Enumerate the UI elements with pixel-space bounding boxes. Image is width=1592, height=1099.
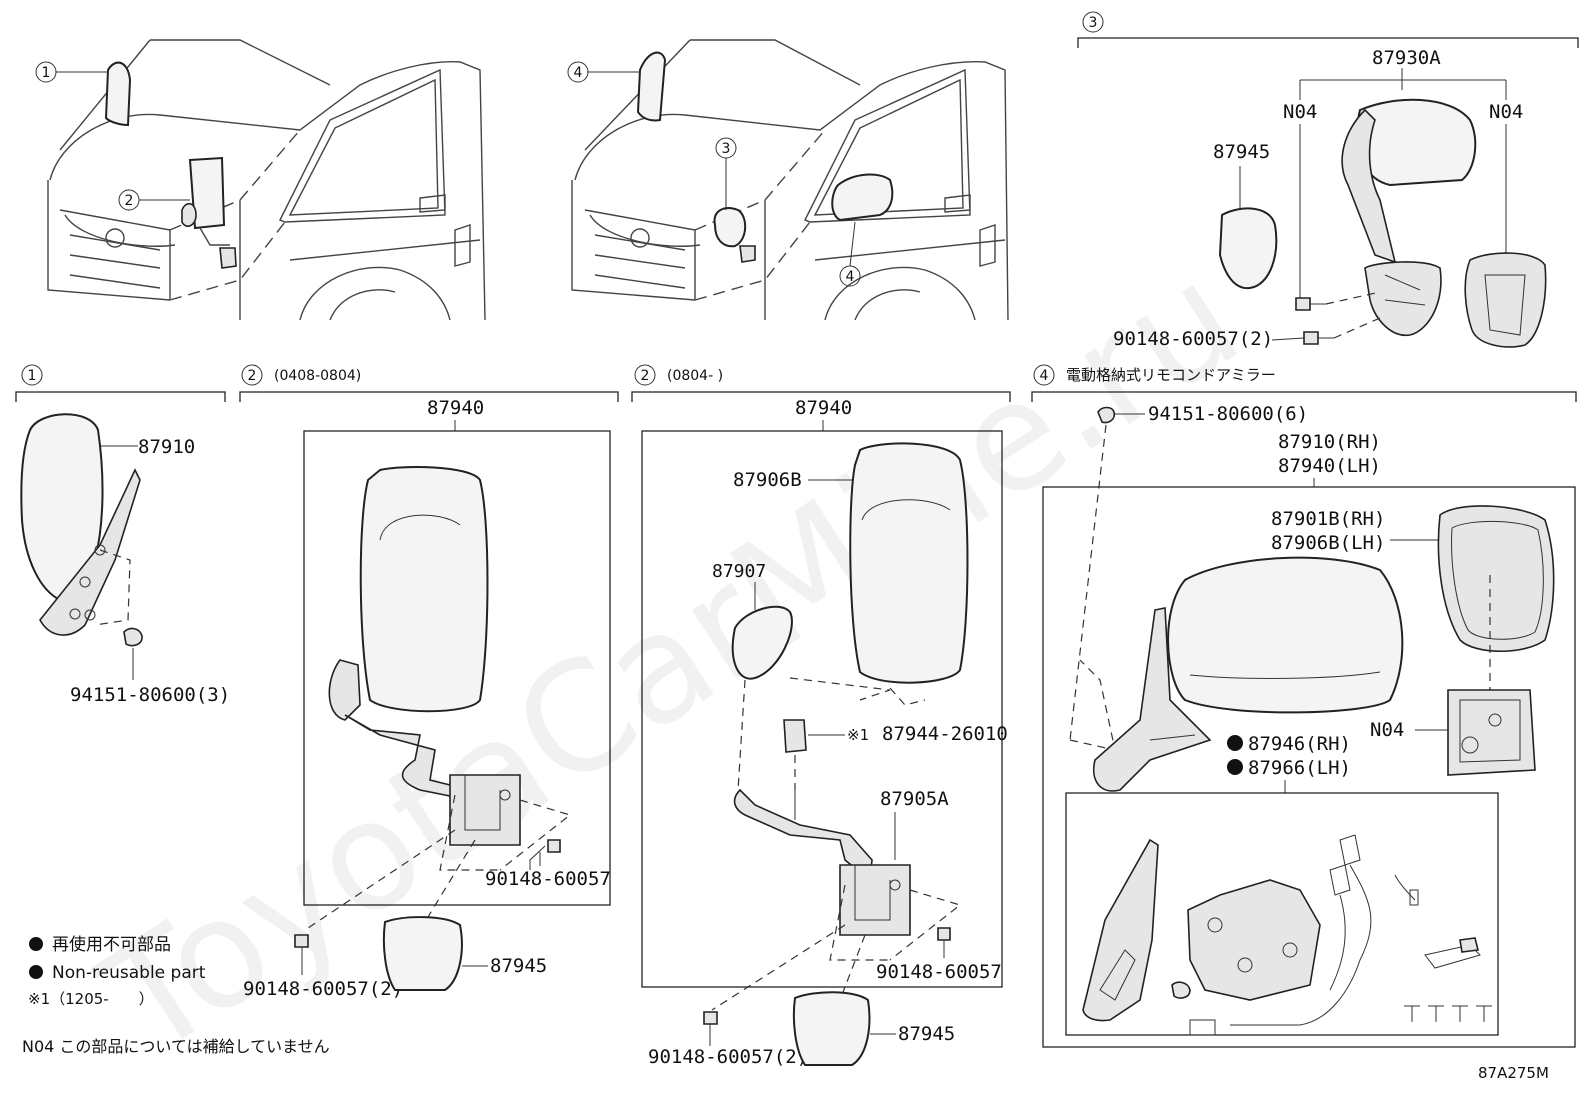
label-87906B-LH: 87906B(LH) — [1271, 532, 1385, 554]
label-90148-60057-2-top: 90148-60057(2) — [1113, 328, 1273, 350]
svg-text:1: 1 — [28, 368, 37, 384]
legend-n04-note: N04 この部品については補給していません — [22, 1037, 330, 1056]
label-94151-80600-6: 94151-80600(6) — [1148, 403, 1308, 425]
svg-text:3: 3 — [1089, 15, 1098, 31]
label-87946-RH: 87946(RH) — [1248, 733, 1351, 755]
non-reusable-dot-87946 — [1227, 735, 1243, 751]
svg-text:4: 4 — [846, 269, 855, 285]
callout-1-view-left: 1 — [35, 61, 108, 83]
vehicle-view-middle — [571, 39, 1009, 321]
svg-text:2: 2 — [641, 368, 650, 384]
section-4-title: 電動格納式リモコンドアミラー — [1066, 366, 1276, 384]
vehicle-view-left — [47, 39, 486, 321]
legend-non-reusable-jp: 再使用不可部品 — [52, 934, 171, 955]
label-87945-s2a: 87945 — [490, 955, 547, 977]
section-2a-range: (0408-0804) — [274, 368, 361, 384]
label-94151-80600-3: 94151-80600(3) — [70, 684, 230, 706]
non-reusable-dot-87966 — [1227, 759, 1243, 775]
callout-2-view-left: 2 — [118, 189, 190, 211]
label-N04-s4: N04 — [1370, 719, 1404, 741]
callout-3-view-middle: 3 — [715, 137, 737, 210]
label-87945-top: 87945 — [1213, 141, 1270, 163]
label-87940-s2b: 87940 — [795, 397, 852, 419]
label-90148-60057-2-s2b: 90148-60057(2) — [648, 1046, 808, 1068]
label-87910-RH: 87910(RH) — [1278, 431, 1381, 453]
label-87966-LH: 87966(LH) — [1248, 757, 1351, 779]
label-87907: 87907 — [712, 561, 766, 582]
svg-text:3: 3 — [722, 141, 731, 157]
section-2a: 2 (0408-0804) 87940 90148-60057 90148-60… — [239, 364, 619, 1000]
label-87945-s2b: 87945 — [898, 1023, 955, 1045]
non-reusable-dot-legend-1 — [29, 937, 43, 951]
box-87946-87966 — [1065, 792, 1499, 1036]
section-3: 3 87930A N04 N04 87945 90148-60057(2) — [1077, 11, 1579, 350]
legend-note-1: ※1（1205- ） — [28, 990, 154, 1008]
section-4: 4 電動格納式リモコンドアミラー 94151-80600(6) 87910(RH… — [1031, 364, 1577, 1048]
label-N04-right: N04 — [1489, 101, 1523, 123]
label-N04-left: N04 — [1283, 101, 1317, 123]
label-87906B: 87906B — [733, 469, 802, 491]
svg-text:4: 4 — [574, 65, 583, 81]
svg-text:2: 2 — [248, 368, 257, 384]
label-90148-60057-2-s2a: 90148-60057(2) — [243, 978, 403, 1000]
section-1: 1 87910 94151-80600(3) — [15, 364, 230, 706]
callout-4-view-middle-top: 4 — [567, 61, 640, 83]
box-87910-87940 — [1042, 486, 1576, 1048]
label-87940-LH: 87940(LH) — [1278, 455, 1381, 477]
non-reusable-dot-legend-2 — [29, 965, 43, 979]
label-90148-60057-s2a: 90148-60057 — [485, 868, 611, 890]
legend-non-reusable-en: Non-reusable part — [52, 963, 206, 983]
section-2b-range: (0804- ) — [667, 368, 723, 384]
label-87930A: 87930A — [1372, 47, 1441, 69]
label-87944-mark: ※1 — [847, 726, 869, 744]
label-87901B-RH: 87901B(RH) — [1271, 508, 1385, 530]
label-87910-s1: 87910 — [138, 436, 195, 458]
label-87944-26010: 87944-26010 — [882, 723, 1008, 745]
label-87905A: 87905A — [880, 788, 949, 810]
diagram-code: 87A275M — [1478, 1064, 1549, 1082]
legend: 再使用不可部品 Non-reusable part ※1（1205- ） N04… — [22, 934, 330, 1056]
section-2b: 2 (0804- ) 87940 87906B 87907 ※1 87944-2… — [631, 364, 1011, 1068]
label-90148-60057-s2b: 90148-60057 — [876, 961, 1002, 983]
label-87940-s2a: 87940 — [427, 397, 484, 419]
watermark: ToyotaCarMine.ru — [74, 231, 1269, 1091]
svg-text:1: 1 — [42, 65, 51, 81]
box-87940-s2b — [641, 430, 1003, 988]
box-87940-s2a — [303, 430, 611, 906]
svg-text:2: 2 — [125, 193, 134, 209]
svg-text:4: 4 — [1040, 368, 1049, 384]
callout-4-view-middle-bottom: 4 — [839, 221, 861, 287]
